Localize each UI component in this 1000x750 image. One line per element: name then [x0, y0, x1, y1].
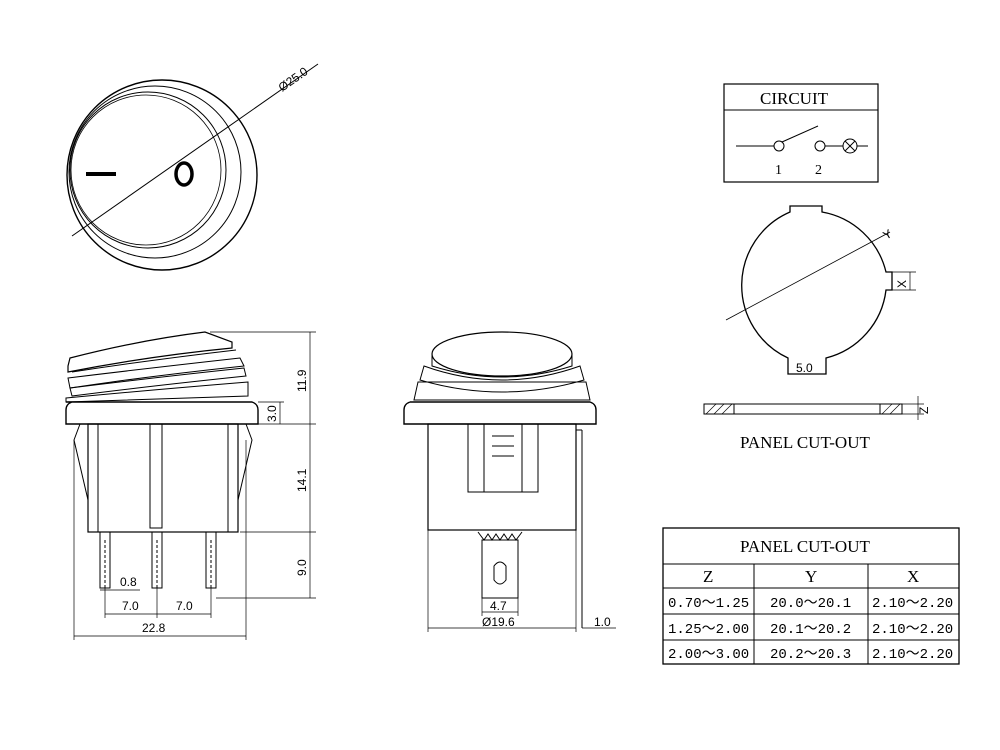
- table-cell: 2.10～2.20: [872, 596, 953, 612]
- off-symbol-icon: [174, 161, 194, 187]
- front-body: [427, 423, 577, 531]
- front-seal-2: [413, 381, 591, 401]
- hatch-l3: [721, 403, 733, 415]
- table-frame: [662, 527, 960, 665]
- dim-body-diameter: Ø19.6: [482, 615, 515, 629]
- circuit-frame: [723, 83, 879, 183]
- dim-pitch-left: 7.0: [122, 599, 139, 613]
- panel-cutout-drawing: Y X 5.0 Z PANEL CUT-OUT: [703, 205, 931, 452]
- seal-ring-2: [69, 367, 247, 397]
- center-rib: [149, 423, 163, 529]
- circuit-box: CIRCUIT 1 2: [723, 83, 879, 183]
- terminal-crown: [477, 531, 523, 541]
- switch-body: [87, 423, 239, 533]
- table-cell: 20.1～20.2: [770, 622, 851, 638]
- front-bezel: [403, 401, 597, 425]
- switch-blade: [781, 125, 819, 143]
- table-header-z: Z: [703, 567, 713, 586]
- right-clip: [237, 423, 253, 501]
- cutout-z-label: Z: [917, 407, 931, 414]
- pin-1-label: 1: [775, 163, 782, 178]
- top-view: Ø25.0: [66, 63, 319, 271]
- table-header-x: X: [907, 567, 919, 586]
- hatch-r2: [889, 403, 901, 415]
- panel-section-right: [879, 403, 903, 415]
- cutout-outline: [741, 205, 893, 375]
- table-cell: 20.0～20.1: [770, 596, 851, 612]
- seal-ring-circle: [68, 85, 242, 259]
- front-seal-1: [419, 365, 585, 393]
- pin-2-label: 2: [815, 163, 822, 178]
- front-view: 4.7 Ø19.6 1.0: [403, 331, 616, 632]
- outer-rim-circle: [66, 79, 258, 271]
- dim-clip-thickness: 1.0: [594, 615, 611, 629]
- terminal-hole: [493, 561, 507, 585]
- side-view: 11.9 3.0 14.1 9.0 0.8 7.0 7.0 22.8: [65, 331, 316, 640]
- front-actuator-inner: [483, 423, 523, 493]
- rocker-top-ellipse: [431, 331, 573, 377]
- circuit-title: CIRCUIT: [760, 89, 829, 108]
- dim-overall-width: 22.8: [142, 621, 166, 635]
- cutout-diameter-line: [725, 231, 891, 321]
- dim-height-top: 11.9: [295, 369, 309, 392]
- front-terminal: [481, 539, 519, 599]
- hatch-l1: [705, 403, 717, 415]
- dim-terminal-length: 9.0: [295, 559, 309, 576]
- diameter-leader-line: [71, 63, 319, 237]
- table-cell: 2.00～3.00: [668, 647, 749, 663]
- front-actuator: [467, 423, 539, 493]
- seal-ring-3: [65, 381, 249, 403]
- contact-2-icon: [814, 140, 826, 152]
- left-clip: [73, 423, 89, 501]
- seal-ring-1: [67, 357, 245, 389]
- table-header-y: Y: [805, 567, 817, 586]
- table-cell: 2.10～2.20: [872, 647, 953, 663]
- table-cell: 2.10～2.20: [872, 622, 953, 638]
- rocker-edge: [71, 349, 237, 373]
- rocker-cap: [67, 331, 233, 373]
- table-cell: 1.25～2.00: [668, 622, 749, 638]
- tab-width-label: 5.0: [796, 361, 813, 375]
- table-title: PANEL CUT-OUT: [740, 537, 870, 556]
- dim-body-height: 14.1: [295, 468, 309, 492]
- lamp-cross-2: [844, 140, 856, 152]
- table-cell: 0.70～1.25: [668, 596, 749, 612]
- top-diameter-label: Ø25.0: [276, 64, 311, 94]
- panel-section-left: [703, 403, 735, 415]
- cutout-x-label: X: [895, 280, 909, 288]
- panel-cutout-caption: PANEL CUT-OUT: [740, 433, 870, 452]
- cutout-table: PANEL CUT-OUT Z Y X 0.70～1.25 20.0～20.1 …: [662, 527, 960, 665]
- dim-bezel-thickness: 3.0: [265, 405, 279, 422]
- hatch-l2: [713, 403, 725, 415]
- bezel: [65, 401, 259, 425]
- dim-terminal-width: 0.8: [120, 575, 137, 589]
- hatch-r1: [881, 403, 893, 415]
- table-cell: 20.2～20.3: [770, 647, 851, 663]
- rocker-inner-circle: [70, 94, 222, 246]
- contact-1-icon: [773, 140, 785, 152]
- dim-front-terminal-width: 4.7: [490, 599, 507, 613]
- rocker-side: [431, 354, 573, 378]
- dim-pitch-right: 7.0: [176, 599, 193, 613]
- cutout-y-label: Y: [881, 226, 895, 242]
- rocker-outer-circle: [69, 91, 227, 249]
